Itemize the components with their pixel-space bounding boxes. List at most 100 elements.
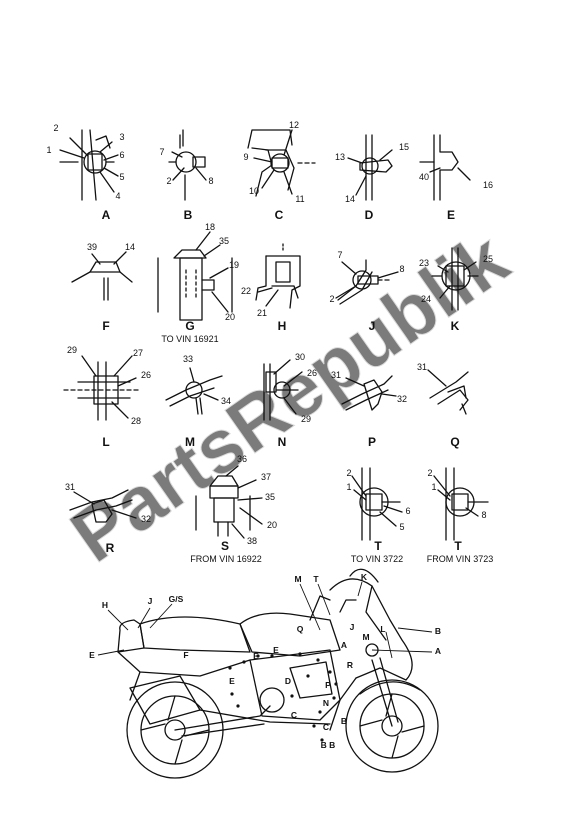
- callout-d-13: 13: [335, 152, 345, 162]
- bike-label-b-right: B: [435, 626, 441, 636]
- callout-t1-2: 2: [346, 468, 351, 478]
- callout-a-6: 6: [119, 150, 124, 160]
- callout-n-30: 30: [295, 352, 305, 362]
- detail-label-m: M: [185, 435, 195, 449]
- detail-label-p: P: [368, 435, 376, 449]
- callout-g-20: 20: [225, 312, 235, 322]
- detail-label-j: J: [369, 319, 376, 333]
- callout-a-4: 4: [115, 191, 120, 201]
- note-t-late: FROM VIN 3723: [427, 554, 494, 564]
- detail-t-early: [351, 467, 403, 541]
- detail-label-b: B: [184, 208, 193, 222]
- detail-label-d: D: [365, 208, 374, 222]
- callout-r-31: 31: [65, 482, 75, 492]
- bike-label-c-mid: C: [291, 710, 297, 720]
- detail-label-t-early: T: [374, 539, 382, 553]
- detail-label-n: N: [278, 435, 287, 449]
- bike-label-n: N: [323, 698, 329, 708]
- note-t-early: TO VIN 3722: [351, 554, 403, 564]
- callout-m-34: 34: [221, 396, 231, 406]
- detail-label-f: F: [102, 319, 109, 333]
- callout-t1-6: 6: [405, 506, 410, 516]
- callout-f-39: 39: [87, 242, 97, 252]
- callout-s-35: 35: [265, 492, 275, 502]
- detail-s: [195, 465, 263, 539]
- callout-e-16: 16: [483, 180, 493, 190]
- callout-k-25: 25: [483, 254, 493, 264]
- callout-b-8: 8: [208, 176, 213, 186]
- callout-n-29: 29: [301, 414, 311, 424]
- callout-t2-2: 2: [427, 468, 432, 478]
- detail-n: [263, 359, 303, 421]
- note-s: FROM VIN 16922: [190, 554, 262, 564]
- bike-label-m-front: M: [362, 632, 369, 642]
- detail-h: [255, 243, 301, 309]
- callout-k-24: 24: [421, 294, 431, 304]
- callout-t2-1: 1: [431, 482, 436, 492]
- bike-label-b-low: B: [341, 716, 347, 726]
- callout-c-11: 11: [295, 194, 304, 204]
- detail-d: [347, 134, 393, 201]
- detail-label-e: E: [447, 208, 455, 222]
- callout-j-7: 7: [337, 250, 342, 260]
- bike-label-j: J: [148, 596, 153, 606]
- detail-p: [341, 375, 397, 411]
- callout-e-40: 40: [419, 172, 429, 182]
- detail-e: [419, 134, 471, 201]
- callout-g-18: 18: [205, 222, 215, 232]
- note-g: TO VIN 16921: [161, 334, 218, 344]
- callout-g-19: 19: [229, 260, 239, 270]
- detail-label-s: S: [221, 539, 229, 553]
- callout-s-36: 36: [237, 454, 247, 464]
- detail-j: [335, 259, 399, 305]
- bike-label-r: R: [347, 660, 353, 670]
- callout-r-32: 32: [141, 514, 151, 524]
- detail-a: [59, 129, 119, 201]
- detail-m: [165, 367, 223, 415]
- callout-l-26: 26: [141, 370, 151, 380]
- callout-j-2: 2: [329, 294, 334, 304]
- bike-label-l: L: [380, 624, 385, 634]
- detail-l: [63, 355, 141, 421]
- callout-d-15: 15: [399, 142, 409, 152]
- bike-label-h: H: [102, 600, 108, 610]
- callout-b-2: 2: [166, 176, 171, 186]
- callout-q-31: 31: [417, 362, 427, 372]
- detail-label-l: L: [102, 435, 109, 449]
- bike-label-e-rear: E: [89, 650, 95, 660]
- callout-h-22: 22: [241, 286, 251, 296]
- callout-m-33: 33: [183, 354, 193, 364]
- callout-l-28: 28: [131, 416, 141, 426]
- callout-t2-8: 8: [481, 510, 486, 520]
- detail-label-g: G: [185, 319, 194, 333]
- detail-k: [431, 247, 479, 311]
- detail-label-q: Q: [450, 435, 459, 449]
- callout-p-31: 31: [331, 370, 341, 380]
- callout-t1-1: 1: [346, 482, 351, 492]
- detail-t-late: [433, 467, 489, 541]
- detail-label-r: R: [106, 541, 115, 555]
- callout-n-26: 26: [307, 368, 317, 378]
- callout-k-23: 23: [419, 258, 429, 268]
- callout-l-27: 27: [133, 348, 143, 358]
- detail-label-c: C: [275, 208, 284, 222]
- bike-label-a-right: A: [435, 646, 441, 656]
- bike-label-q: Q: [297, 624, 304, 634]
- bike-label-bb: B B: [321, 740, 336, 750]
- detail-label-a: A: [102, 208, 111, 222]
- bike-label-j-front: J: [350, 622, 355, 632]
- callout-c-9: 9: [243, 152, 248, 162]
- bike-label-gs: G/S: [169, 594, 184, 604]
- callout-d-14: 14: [345, 194, 355, 204]
- callout-a-5: 5: [119, 172, 124, 182]
- bike-label-m-top: M: [294, 574, 301, 584]
- motorcycle-illustration: [117, 568, 439, 779]
- bike-label-t: T: [313, 574, 319, 584]
- bike-label-a-mid: A: [341, 640, 347, 650]
- callout-a-2: 2: [53, 123, 58, 133]
- detail-label-h: H: [278, 319, 287, 333]
- callout-s-20: 20: [267, 520, 277, 530]
- bike-label-e-low: E: [229, 676, 235, 686]
- bike-label-e-mid: E: [253, 651, 259, 661]
